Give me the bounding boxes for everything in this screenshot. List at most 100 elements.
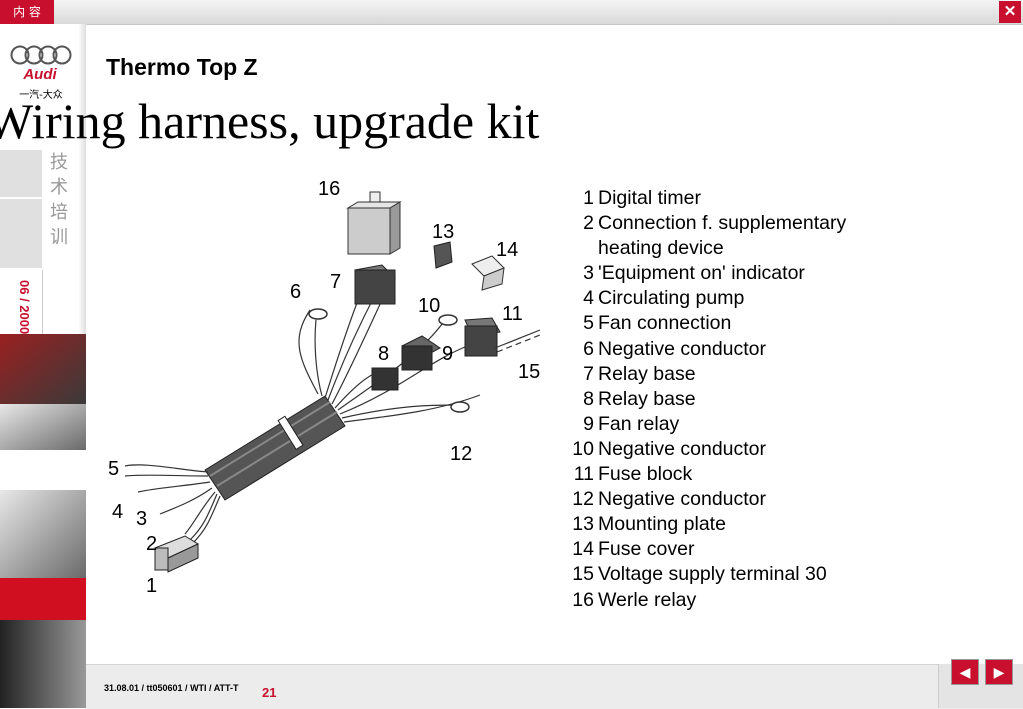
legend-number: 8 bbox=[583, 387, 594, 410]
legend-text: Relay base bbox=[598, 362, 696, 385]
legend-text: Werle relay bbox=[598, 588, 697, 611]
callout-2: 2 bbox=[146, 533, 157, 555]
legend-text: Connection f. supplementary bbox=[598, 212, 847, 235]
callout-9: 9 bbox=[442, 343, 453, 365]
callout-5: 5 bbox=[108, 458, 119, 480]
relay-base-8 bbox=[371, 367, 399, 391]
legend-number: 6 bbox=[583, 337, 594, 360]
legend-item: 3'Equipment on' indicator bbox=[556, 261, 886, 286]
top-bar: 内 容 ✕ bbox=[0, 0, 1023, 25]
relay-base-7 bbox=[354, 264, 396, 305]
legend-number: 14 bbox=[572, 538, 594, 561]
callout-4: 4 bbox=[112, 501, 123, 523]
sidebar-vertical-label: 技术培训 bbox=[50, 152, 68, 248]
legend-number: 9 bbox=[583, 412, 594, 435]
fan-relay bbox=[401, 335, 441, 371]
prev-page-button[interactable]: ◀ bbox=[951, 659, 979, 685]
callout-3: 3 bbox=[136, 508, 147, 530]
callout-16: 16 bbox=[318, 178, 340, 200]
legend-number: 12 bbox=[572, 488, 594, 511]
legend-number: 15 bbox=[572, 563, 594, 586]
callout-10: 10 bbox=[418, 295, 440, 317]
legend-number: 16 bbox=[572, 588, 594, 611]
next-page-button[interactable]: ▶ bbox=[985, 659, 1013, 685]
digital-timer-connector bbox=[153, 535, 200, 573]
callout-7: 7 bbox=[330, 271, 341, 293]
legend-number: 11 bbox=[573, 463, 594, 486]
legend-text: heating device bbox=[598, 237, 724, 260]
legend-text: Fan connection bbox=[598, 312, 732, 335]
callout-6: 6 bbox=[290, 281, 301, 303]
legend-text: Mounting plate bbox=[598, 513, 726, 536]
callout-15: 15 bbox=[518, 361, 540, 383]
legend-number: 7 bbox=[583, 362, 594, 385]
page-title: Wiring harness, upgrade kit bbox=[0, 93, 540, 149]
legend-number: 4 bbox=[583, 287, 594, 310]
legend-number bbox=[556, 236, 598, 261]
logo-chinese-text: 一汽-大众 bbox=[19, 90, 63, 101]
callout-13: 13 bbox=[432, 221, 454, 243]
harness-bundle bbox=[204, 395, 346, 501]
legend-text: Relay base bbox=[598, 387, 696, 410]
footer-reference: 31.08.01 / tt050601 / WTI / ATT-T bbox=[104, 683, 239, 693]
audi-rings-icon bbox=[10, 45, 72, 65]
callout-11: 11 bbox=[502, 303, 523, 325]
mounting-plate bbox=[433, 241, 453, 269]
bottom-bar bbox=[86, 664, 1023, 709]
fuse-block bbox=[464, 317, 501, 357]
legend-text: 'Equipment on' indicator bbox=[598, 262, 805, 285]
legend-number: 10 bbox=[572, 437, 594, 460]
werle-relay bbox=[346, 191, 402, 255]
sidebar-photo-strip bbox=[0, 334, 86, 708]
legend-number: 1 bbox=[583, 187, 594, 209]
callout-1: 1 bbox=[146, 575, 157, 597]
audi-logo: Audi 一汽-大众 bbox=[8, 44, 76, 119]
legend-text: Fan relay bbox=[598, 412, 680, 435]
legend-item: heating device bbox=[556, 236, 886, 261]
legend-text: Negative conductor bbox=[598, 488, 767, 511]
fuse-cover bbox=[471, 255, 505, 291]
sidebar-red-tab bbox=[0, 578, 86, 620]
page-number: 21 bbox=[262, 685, 277, 700]
contents-menu-button[interactable]: 内 容 bbox=[0, 0, 54, 24]
sidebar-date: 06 / 2000 bbox=[17, 280, 32, 335]
close-button[interactable]: ✕ bbox=[999, 1, 1021, 23]
legend-number: 5 bbox=[583, 312, 594, 335]
legend-text: Fuse cover bbox=[598, 538, 695, 561]
wire-group-left bbox=[124, 464, 221, 545]
legend-number: 13 bbox=[572, 513, 594, 536]
legend-text: Negative conductor bbox=[598, 437, 767, 460]
page-subtitle: Thermo Top Z bbox=[106, 54, 258, 80]
logo-word: Audi bbox=[23, 66, 57, 83]
legend-text: Voltage supply terminal 30 bbox=[598, 563, 827, 586]
legend-text: Digital timer bbox=[598, 187, 701, 209]
legend-number: 3 bbox=[583, 262, 594, 285]
callout-8: 8 bbox=[378, 343, 389, 365]
legend-number: 2 bbox=[583, 212, 594, 235]
legend-text: Negative conductor bbox=[598, 337, 767, 360]
ring-terminals bbox=[308, 308, 470, 413]
wiring-harness-diagram: 16 13 14 7 6 10 11 8 9 15 12 5 4 3 2 1 bbox=[108, 178, 541, 597]
voltage-wire bbox=[494, 329, 541, 353]
callout-14: 14 bbox=[496, 239, 518, 261]
sidebar-grey-block bbox=[0, 150, 42, 268]
callout-12: 12 bbox=[450, 443, 472, 465]
legend-text: Fuse block bbox=[598, 463, 693, 486]
legend-text: Circulating pump bbox=[598, 287, 745, 310]
